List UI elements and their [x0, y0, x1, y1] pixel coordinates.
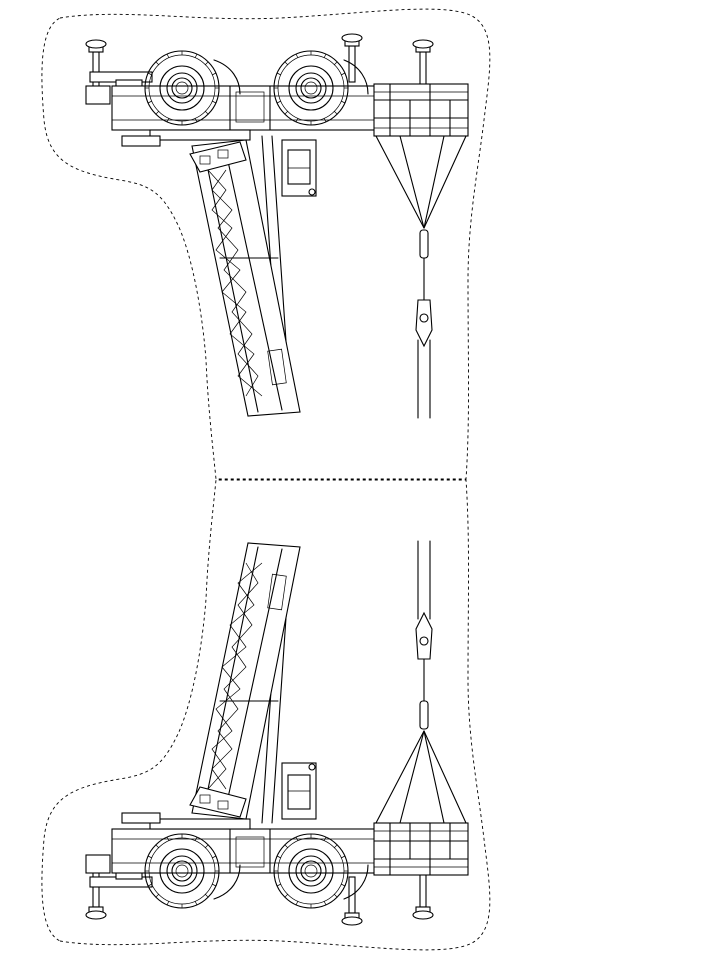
crane-top-half — [42, 9, 490, 479]
crane-bottom-half — [42, 480, 490, 950]
